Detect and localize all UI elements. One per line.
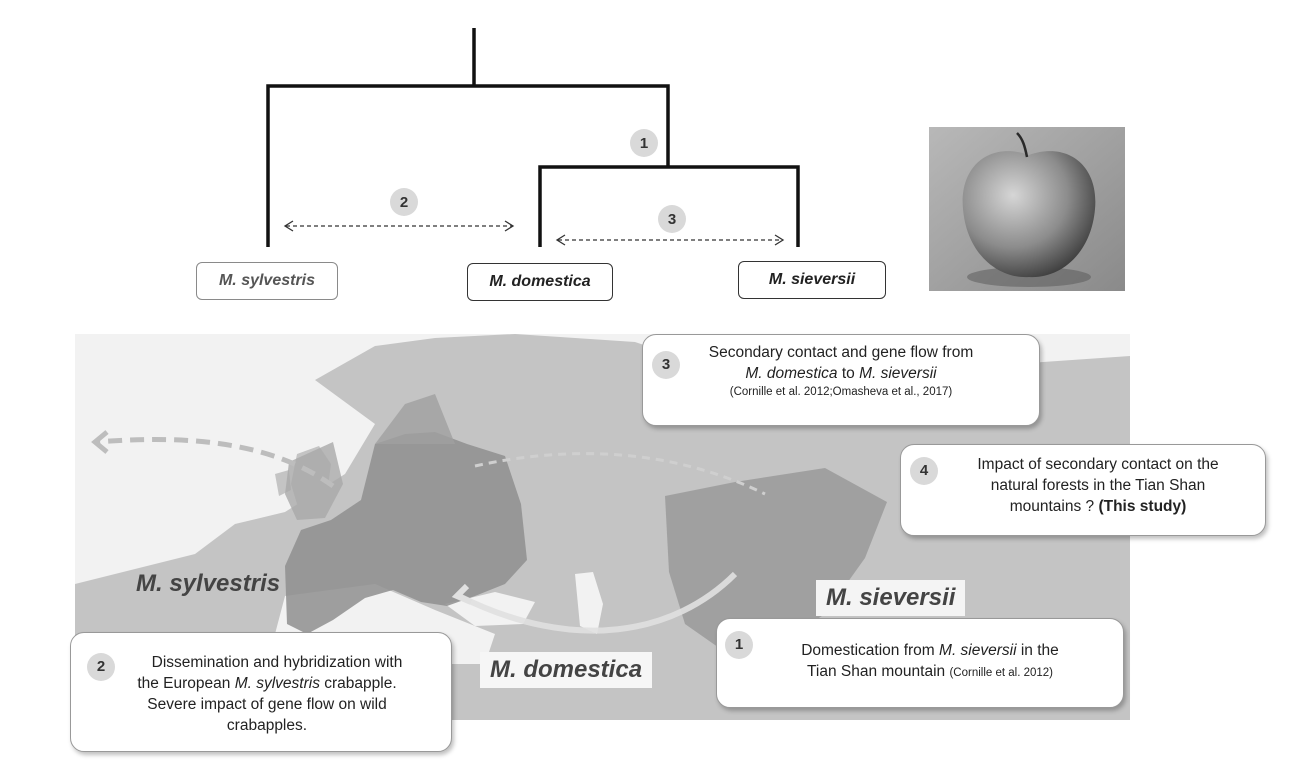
callout-1-species: M. sieversii (939, 642, 1017, 659)
phylogeny-tree (266, 28, 800, 247)
callout-2-line1: Dissemination and hybridization with (151, 654, 403, 671)
callout-1-reference: (Cornille et al. 2012) (949, 666, 1054, 679)
tree-branch-outer (266, 84, 670, 247)
callout-3-reference: (Cornille et al. 2012;Omasheva et al., 2… (729, 385, 953, 398)
callout-1-number: 1 (725, 631, 753, 659)
callout-3-number: 3 (652, 351, 680, 379)
apple-icon (962, 151, 1096, 278)
callout-2-line4: crabapples. (226, 716, 308, 734)
map-sieversii-range (665, 468, 887, 652)
apple-photo (929, 127, 1125, 291)
domestication-route-arrow (457, 571, 738, 634)
tree-marker-3: 3 (658, 205, 686, 233)
callout-4-line2: natural forests in the Tian Shan (990, 476, 1206, 494)
callout-2-species: M. sylvestris (234, 674, 320, 692)
callout-4-number: 4 (910, 457, 938, 485)
callout-2: 2 Dissemination and hybridization with t… (70, 632, 452, 752)
tree-label-sylvestris: M. sylvestris (196, 262, 338, 300)
map-label-sylvestris: M. sylvestris (136, 570, 281, 597)
callout-4: 4 Impact of secondary contact on the nat… (900, 444, 1266, 536)
callout-3-species-a: M. domestica (745, 364, 838, 382)
callout-1: 1 Domestication from M. sieversii in the… (716, 618, 1124, 708)
callout-4-this-study: (This study) (1098, 497, 1187, 515)
tree-marker-2: 2 (390, 188, 418, 216)
secondary-contact-arrow (474, 452, 766, 496)
map-label-sieversii: M. sieversii (816, 580, 966, 616)
map-caspian (575, 572, 603, 634)
callout-2-line3: Severe impact of gene flow on wild (147, 695, 387, 713)
callout-3-species-b: M. sieversii (859, 364, 937, 382)
tree-label-sieversii: M. sieversii (738, 261, 886, 299)
map-label-domestica: M. domestica (480, 652, 653, 688)
tree-branch-inner (538, 165, 800, 247)
dispersal-west-arrow (96, 436, 335, 489)
callout-3: 3 Secondary contact and gene flow from M… (642, 334, 1040, 426)
tree-marker-1: 1 (630, 129, 658, 157)
callout-3-line1: Secondary contact and gene flow from (708, 344, 974, 361)
callout-4-line1: Impact of secondary contact on the (977, 456, 1219, 473)
map-europe-range (285, 432, 527, 634)
tree-label-domestica: M. domestica (467, 263, 613, 301)
callout-2-number: 2 (87, 653, 115, 681)
